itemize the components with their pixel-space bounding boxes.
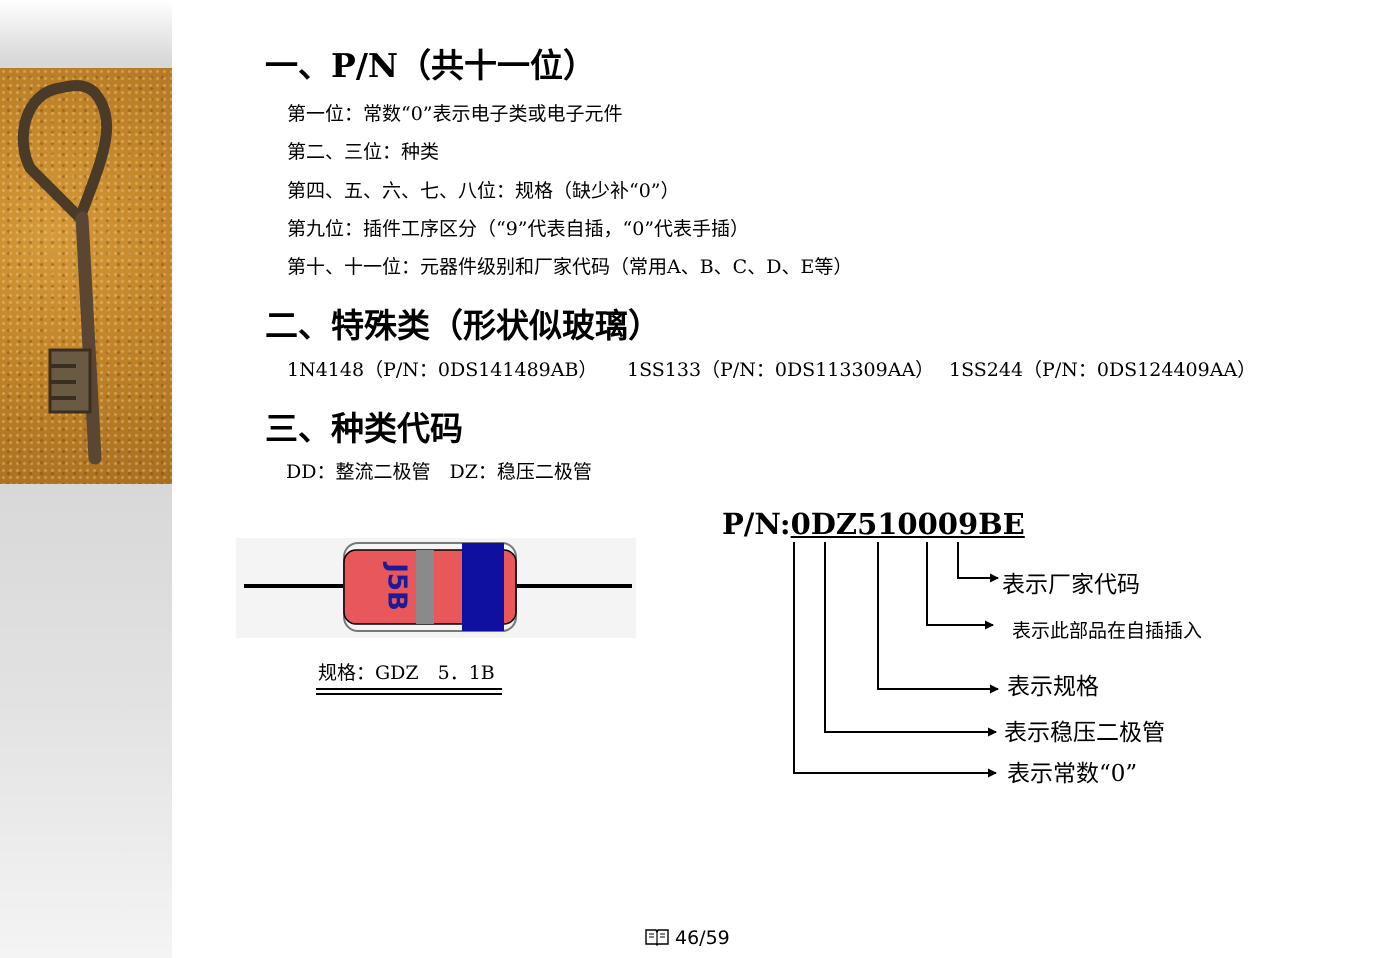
key-photo: [0, 68, 172, 484]
diode-marking: J5B: [382, 561, 412, 611]
pn-label-vendor-code: 表示厂家代码: [1002, 572, 1140, 598]
arrow-constant: [793, 542, 997, 778]
type-codes-line: DD：整流二极管 DZ：稳压二极管: [286, 461, 592, 483]
section1-line-3: 第四、五、六、七、八位：规格（缺少补“0”）: [287, 180, 680, 202]
diode-spec-label: 规格：GDZ 5．1B: [318, 662, 495, 684]
page-indicator: 46/59: [645, 926, 730, 950]
zener-diode-illustration: J5B: [236, 538, 636, 638]
arrow-spec: [877, 542, 999, 694]
glass-diode-item-1: 1N4148（P/N：0DS141489AB）: [287, 359, 598, 381]
diode-cathode-band: [462, 543, 504, 631]
glass-diode-item-2: 1SS133（P/N：0DS113309AA）: [627, 359, 935, 381]
arrow-zener-type: [824, 542, 997, 737]
book-icon: [645, 929, 669, 946]
section2-heading: 二、特殊类（形状似玻璃）: [265, 306, 661, 345]
pn-label-spec: 表示规格: [1007, 674, 1099, 700]
page-number: 46/59: [675, 927, 730, 949]
pn-label-zener: 表示稳压二极管: [1004, 720, 1165, 746]
section1-line-2: 第二、三位：种类: [287, 141, 440, 163]
section1-line-4: 第九位：插件工序区分（“9”代表自插，“0”代表手插）: [287, 218, 750, 240]
glass-diode-item-3: 1SS244（P/N：0DS124409AA）: [949, 359, 1257, 381]
key-icon: [17, 80, 113, 465]
section1-line-5: 第十、十一位：元器件级别和厂家代码（常用A、B、C、D、E等）: [287, 256, 853, 278]
pn-label-auto-insert: 表示此部品在自插插入: [1012, 620, 1203, 642]
section3-heading: 三、种类代码: [265, 409, 463, 448]
pn-code: 0DZ510009BE: [790, 507, 1025, 541]
spec-underline-top: [316, 688, 502, 690]
arrow-vendor-code: [957, 542, 999, 583]
pn-code-title: P/N:0DZ510009BE: [722, 507, 1025, 541]
spec-underline-bottom: [316, 693, 502, 695]
section1-line-1: 第一位：常数“0”表示电子类或电子元件: [287, 103, 623, 125]
pn-label-constant: 表示常数“0”: [1007, 761, 1138, 787]
diode-gray-band: [416, 550, 434, 624]
pn-prefix: P/N:: [722, 507, 791, 541]
section1-heading: 一、P/N（共十一位）: [265, 46, 597, 85]
arrow-auto-insert: [926, 542, 994, 630]
